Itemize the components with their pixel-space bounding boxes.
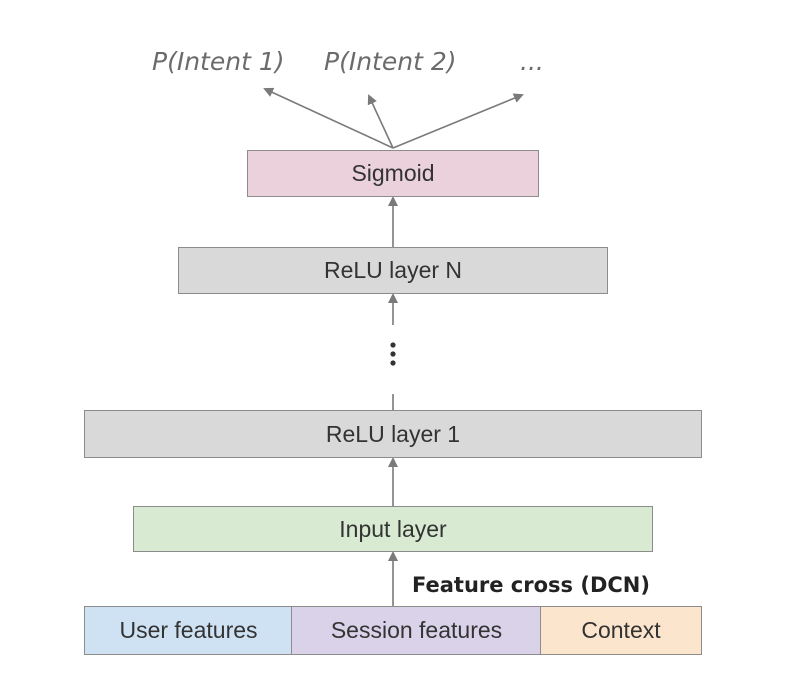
relu-layer-1: ReLU layer 1 <box>84 410 702 458</box>
vertical-ellipsis-dot-1 <box>390 342 396 348</box>
user-features-block: User features <box>84 606 293 655</box>
arrow-to-more-intents <box>392 93 524 149</box>
arrow-to-intent-1 <box>263 87 394 149</box>
output-label-intent-2: P(Intent 2) <box>324 47 457 76</box>
sigmoid-layer: Sigmoid <box>247 150 539 197</box>
input-layer: Input layer <box>133 506 653 552</box>
context-block: Context <box>540 606 702 655</box>
vertical-ellipsis-dot-3 <box>390 360 396 366</box>
output-label-more: ... <box>520 47 544 76</box>
relu-layer-n: ReLU layer N <box>178 247 608 294</box>
session-features-block: Session features <box>291 606 542 655</box>
arrow-to-intent-2 <box>367 94 394 149</box>
vertical-ellipsis-dot-2 <box>390 351 396 357</box>
output-label-intent-1: P(Intent 1) <box>152 47 285 76</box>
feature-cross-label: Feature cross (DCN) <box>412 573 650 597</box>
